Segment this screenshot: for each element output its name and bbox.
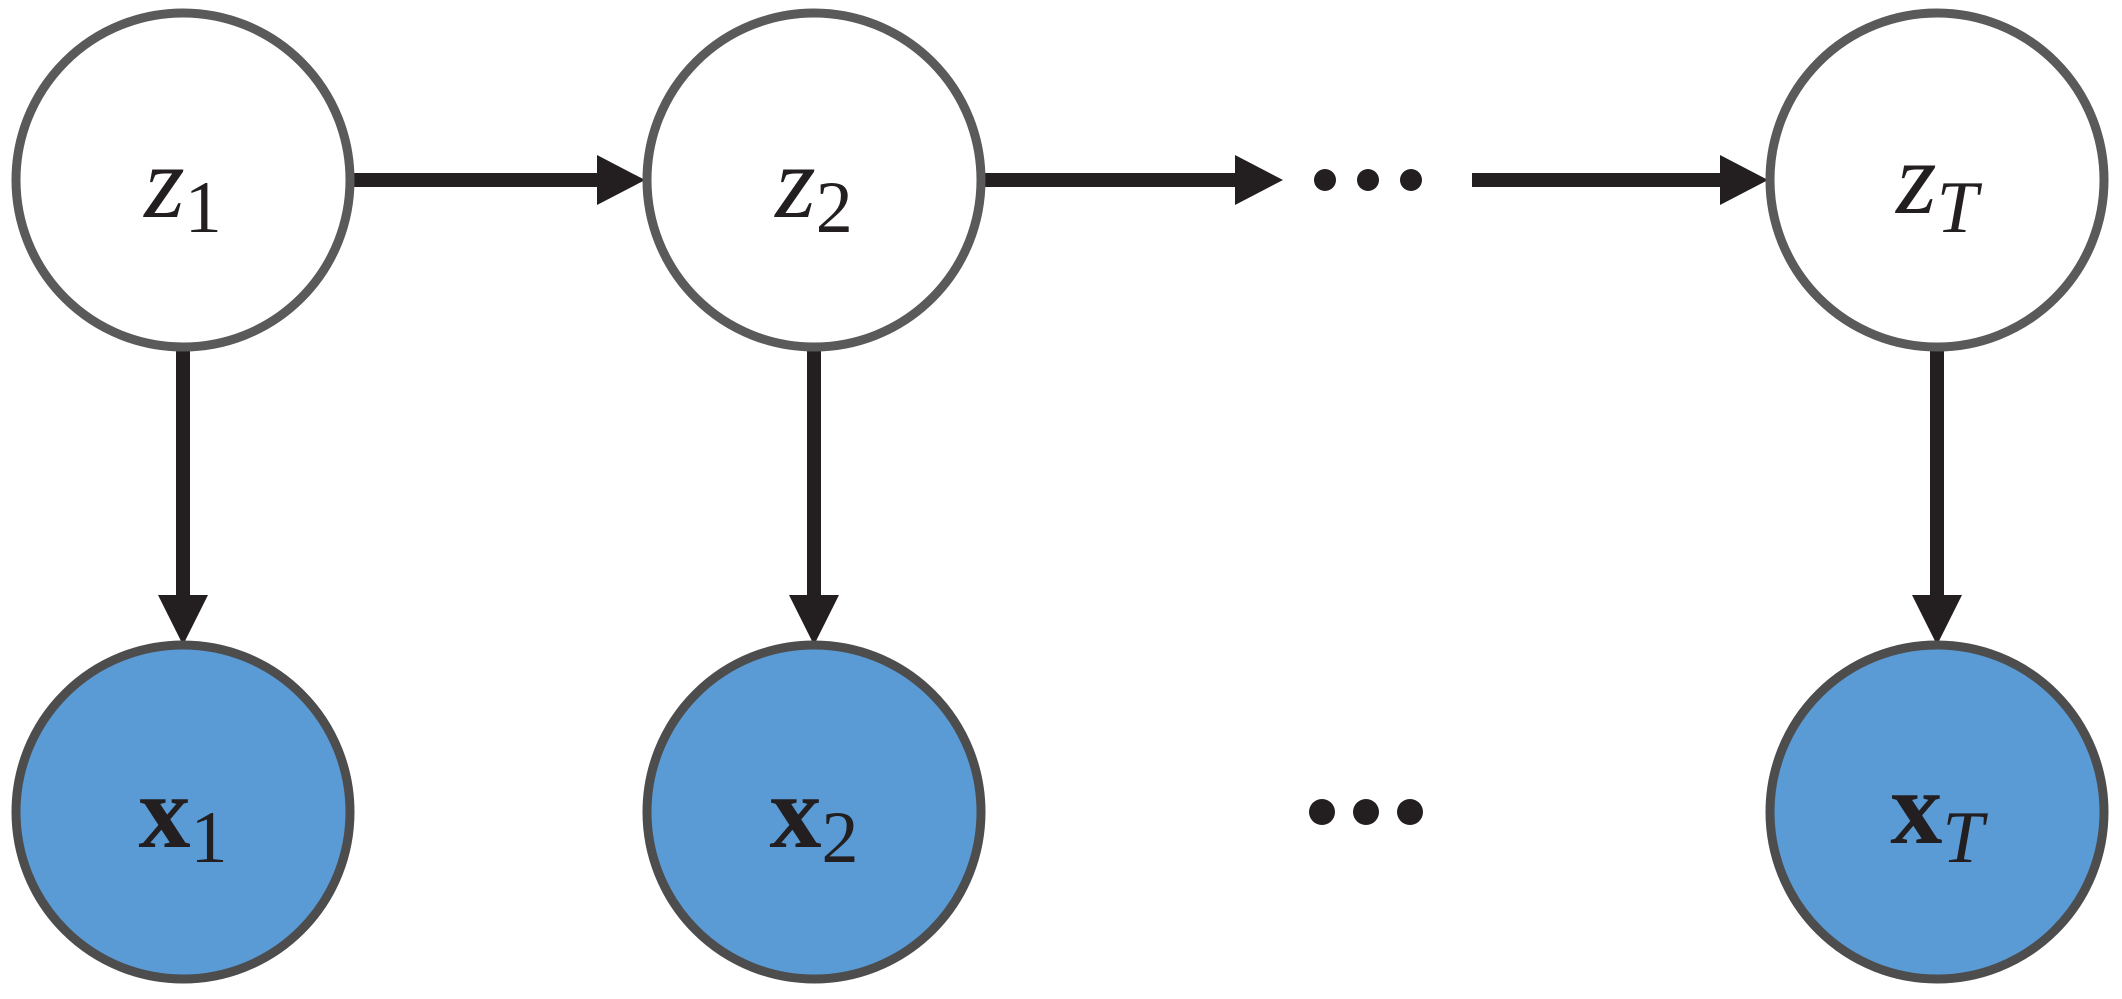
- label-subscript: 1: [191, 797, 228, 879]
- edge-ellipsis-to-zT[interactable]: [1472, 155, 1768, 205]
- arrowhead-icon: [789, 595, 839, 645]
- latent-node-z2[interactable]: z2: [642, 8, 986, 352]
- node-circle: [11, 640, 355, 984]
- label-subscript: T: [1937, 167, 1983, 249]
- ellipsis-dot: [1314, 169, 1336, 191]
- node-circle: [642, 8, 986, 352]
- ellipsis-dot: [1397, 799, 1423, 825]
- arrowhead-icon: [158, 595, 208, 645]
- arrowhead-icon: [1912, 595, 1962, 645]
- node-label-z1: z1: [142, 125, 221, 250]
- ellipsis-bottom: [1309, 799, 1423, 825]
- edge-z2-to-ellipsis[interactable]: [981, 155, 1283, 205]
- edge-z1-to-z2[interactable]: [350, 155, 645, 205]
- vertical-edge-group: [158, 348, 1962, 645]
- label-base: x: [770, 755, 822, 870]
- node-label-z2: z2: [773, 125, 852, 250]
- ellipsis-top: [1314, 169, 1422, 191]
- latent-node-zT[interactable]: zT: [1765, 8, 2109, 352]
- label-base: z: [142, 125, 184, 240]
- label-base: z: [773, 125, 815, 240]
- node-label-xT: xT: [1890, 751, 1988, 880]
- observed-node-x2[interactable]: x2: [642, 640, 986, 984]
- edge-zT-to-xT[interactable]: [1912, 348, 1962, 645]
- horizontal-edge-group: [350, 155, 1768, 205]
- edge-z2-to-x2[interactable]: [789, 348, 839, 645]
- edge-z1-to-x1[interactable]: [158, 348, 208, 645]
- node-circle: [642, 640, 986, 984]
- latent-node-z1[interactable]: z1: [11, 8, 355, 352]
- edge-shaft: [1472, 173, 1720, 187]
- node-circle: [11, 8, 355, 352]
- node-label-x1: x1: [139, 755, 228, 880]
- node-circle: [1765, 8, 2109, 352]
- edge-shaft: [1930, 348, 1944, 595]
- arrowhead-icon: [1235, 155, 1283, 205]
- ellipsis-dot: [1353, 799, 1379, 825]
- label-subscript: 2: [822, 797, 859, 879]
- label-base: z: [1894, 121, 1936, 236]
- label-subscript: 1: [185, 167, 222, 249]
- ellipsis-dot: [1309, 799, 1335, 825]
- edge-shaft: [350, 173, 597, 187]
- node-label-x2: x2: [770, 755, 859, 880]
- edge-shaft: [981, 173, 1235, 187]
- ellipsis-dot: [1357, 169, 1379, 191]
- label-base: x: [1890, 751, 1942, 866]
- label-subscript: 2: [816, 167, 853, 249]
- arrowhead-icon: [1720, 155, 1768, 205]
- node-label-zT: zT: [1894, 121, 1982, 250]
- observed-node-x1[interactable]: x1: [11, 640, 355, 984]
- label-base: x: [139, 755, 191, 870]
- label-subscript: T: [1942, 797, 1988, 879]
- observed-node-xT[interactable]: xT: [1765, 640, 2109, 984]
- ellipsis-dot: [1400, 169, 1422, 191]
- edge-shaft: [176, 348, 190, 595]
- arrowhead-icon: [597, 155, 645, 205]
- edge-shaft: [807, 348, 821, 595]
- node-circle: [1765, 640, 2109, 984]
